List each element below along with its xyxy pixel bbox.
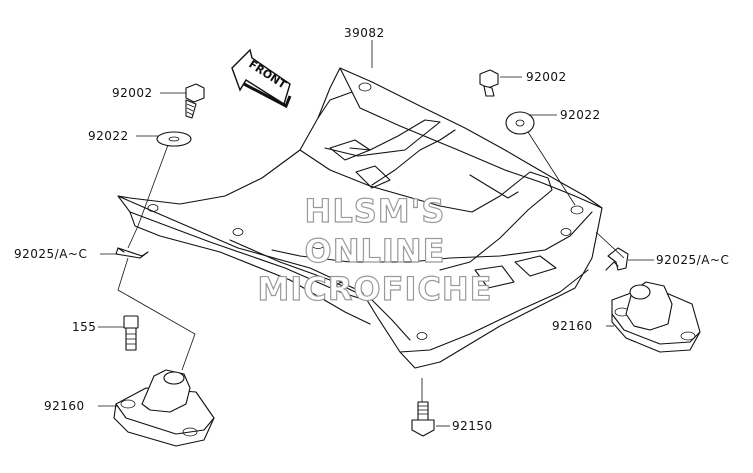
bolt-92002-left-icon: [185, 83, 205, 119]
label-92002-right: 92002: [526, 70, 567, 84]
front-arrow: FRONT: [231, 48, 292, 109]
label-92025-left: 92025/A~C: [14, 247, 87, 261]
label-92022-left: 92022: [88, 129, 129, 143]
watermark-line-1: HLSM'S: [305, 192, 446, 230]
stud-155-icon: [123, 315, 139, 351]
part-labels: 39082 92002 92002 92022 92022 92025/A~C …: [14, 26, 729, 433]
pin-92025-right-icon: [605, 247, 629, 271]
frame-39082: [117, 67, 603, 369]
label-92022-right: 92022: [560, 108, 601, 122]
mount-92160-left-icon: [113, 369, 215, 447]
watermark-line-3: MICROFICHE: [258, 270, 493, 308]
label-155: 155: [72, 320, 96, 334]
label-92160-right: 92160: [552, 319, 593, 333]
mount-92160-right-icon: [611, 281, 701, 353]
label-92002-left: 92002: [112, 86, 153, 100]
label-92160-left: 92160: [44, 399, 85, 413]
watermark: HLSM'S ONLINE MICROFICHE: [257, 191, 493, 308]
label-39082: 39082: [344, 26, 385, 40]
label-92025-right: 92025/A~C: [656, 253, 729, 267]
washer-92022-right-icon: [505, 111, 535, 135]
washer-92022-left-icon: [156, 131, 192, 147]
watermark-line-2: ONLINE: [305, 232, 446, 270]
label-92150: 92150: [452, 419, 493, 433]
bolt-92002-right-icon: [479, 69, 499, 97]
bolt-92150-icon: [411, 401, 435, 437]
pin-92025-left-icon: [115, 247, 149, 259]
leader-lines: [98, 40, 654, 427]
